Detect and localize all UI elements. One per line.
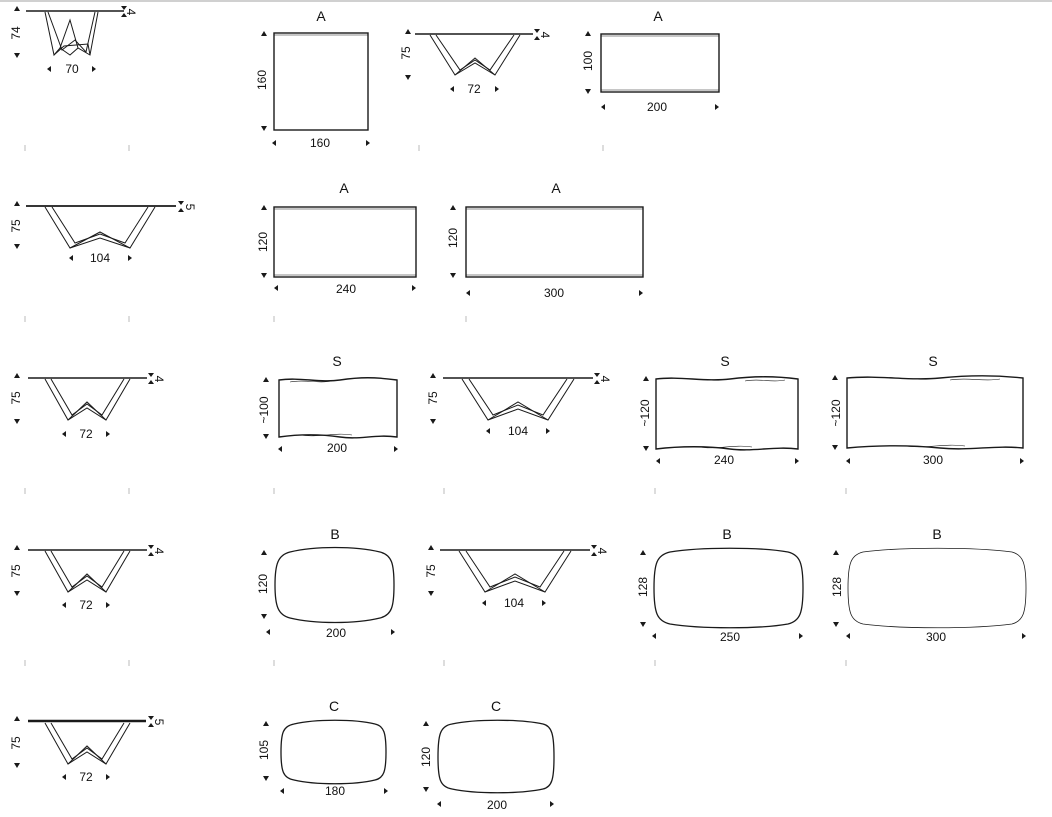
table-base-frame [44, 11, 99, 57]
width-label: 300 [923, 453, 943, 467]
table-base-frame [44, 206, 156, 249]
side-view-3: 75 5 104 [9, 201, 197, 265]
depth-label: ~120 [829, 399, 843, 426]
shape-code: S [928, 353, 937, 369]
top-view-7: S ~120 300 [829, 353, 1024, 467]
height-arrow-top [14, 6, 20, 11]
height-label: 75 [9, 736, 23, 750]
depth-label: 105 [257, 740, 271, 760]
side-view-7: 75 4 104 [424, 545, 609, 610]
side-view-1: 74 4 70 [9, 6, 138, 76]
depth-label: 128 [636, 577, 650, 597]
base-label: 104 [90, 251, 110, 265]
table-base-frame [429, 34, 521, 76]
width-label: 300 [544, 286, 564, 300]
depth-label: ~100 [257, 396, 271, 423]
base-label: 72 [79, 427, 93, 441]
width-label: 180 [325, 784, 345, 798]
thickness-label: 5 [183, 204, 197, 211]
top-view-3: A 120 240 [256, 180, 417, 296]
side-view-8: 75 5 72 [9, 716, 166, 784]
side-view-2: 75 4 72 [399, 29, 552, 96]
shape-code: B [330, 526, 339, 542]
base-label: 72 [79, 598, 93, 612]
depth-label: ~120 [638, 399, 652, 426]
depth-label: 128 [830, 577, 844, 597]
depth-label: 120 [256, 232, 270, 252]
thickness-label: 4 [598, 376, 612, 383]
thickness-label: 4 [595, 548, 609, 555]
top-view-11: C 105 180 [257, 698, 388, 798]
depth-label: 120 [419, 747, 433, 767]
table-base-frame [461, 378, 575, 421]
table-base-frame [44, 550, 131, 593]
shape-code: B [932, 526, 941, 542]
height-label: 75 [9, 219, 23, 233]
width-label: 160 [310, 136, 330, 150]
shape-code: C [329, 698, 339, 714]
shape-code: C [491, 698, 501, 714]
base-label: 104 [508, 424, 528, 438]
base-arrow-left [47, 66, 51, 72]
table-base-frame [44, 378, 131, 421]
height-label: 75 [426, 391, 440, 405]
side-view-4: 75 4 72 [9, 373, 166, 441]
top-view-10: B 128 300 [830, 526, 1027, 644]
width-label: 300 [926, 630, 946, 644]
width-label: 200 [327, 441, 347, 455]
base-arrow-right [92, 66, 96, 72]
shape-code: A [316, 8, 326, 24]
side-view-5: 75 4 104 [426, 373, 612, 438]
thickness-label: 4 [124, 9, 138, 16]
top-view-12: C 120 200 [419, 698, 555, 812]
width-label: 200 [487, 798, 507, 812]
top-view-2: A 100 200 [581, 8, 720, 114]
top-view-9: B 128 250 [636, 526, 804, 644]
top-view-1: A 160 160 [255, 8, 370, 150]
table-base-frame [458, 550, 572, 593]
thickness-label: 4 [538, 32, 552, 39]
shape-code: S [332, 353, 341, 369]
thickness-arrow-top [121, 6, 127, 10]
shape-code: A [653, 8, 663, 24]
height-label: 75 [399, 46, 413, 60]
shape-code: A [551, 180, 561, 196]
thickness-arrow-bottom [121, 13, 127, 17]
shape-code: B [722, 526, 731, 542]
base-label: 72 [467, 82, 481, 96]
height-label: 74 [9, 26, 23, 40]
height-label: 75 [424, 564, 438, 578]
thickness-label: 5 [152, 719, 166, 726]
thickness-label: 4 [152, 376, 166, 383]
depth-label: 100 [581, 51, 595, 71]
shape-code: A [339, 180, 349, 196]
height-arrow-bottom [14, 53, 20, 58]
table-base-frame [44, 722, 131, 765]
shape-code: S [720, 353, 729, 369]
width-label: 240 [714, 453, 734, 467]
top-view-4: A 120 300 [446, 180, 644, 300]
height-label: 75 [9, 391, 23, 405]
depth-label: 120 [446, 228, 460, 248]
top-view-5: S ~100 200 [257, 353, 398, 455]
depth-label: 160 [255, 70, 269, 90]
top-view-8: B 120 200 [256, 526, 395, 640]
base-label: 104 [504, 596, 524, 610]
base-label: 70 [65, 62, 79, 76]
width-label: 250 [720, 630, 740, 644]
width-label: 200 [647, 100, 667, 114]
registration-ticks [24, 145, 847, 666]
depth-label: 120 [256, 574, 270, 594]
base-label: 72 [79, 770, 93, 784]
width-label: 240 [336, 282, 356, 296]
side-view-6: 75 4 72 [9, 545, 166, 612]
thickness-label: 4 [152, 548, 166, 555]
width-label: 200 [326, 626, 346, 640]
top-view-6: S ~120 240 [638, 353, 799, 467]
height-label: 75 [9, 564, 23, 578]
